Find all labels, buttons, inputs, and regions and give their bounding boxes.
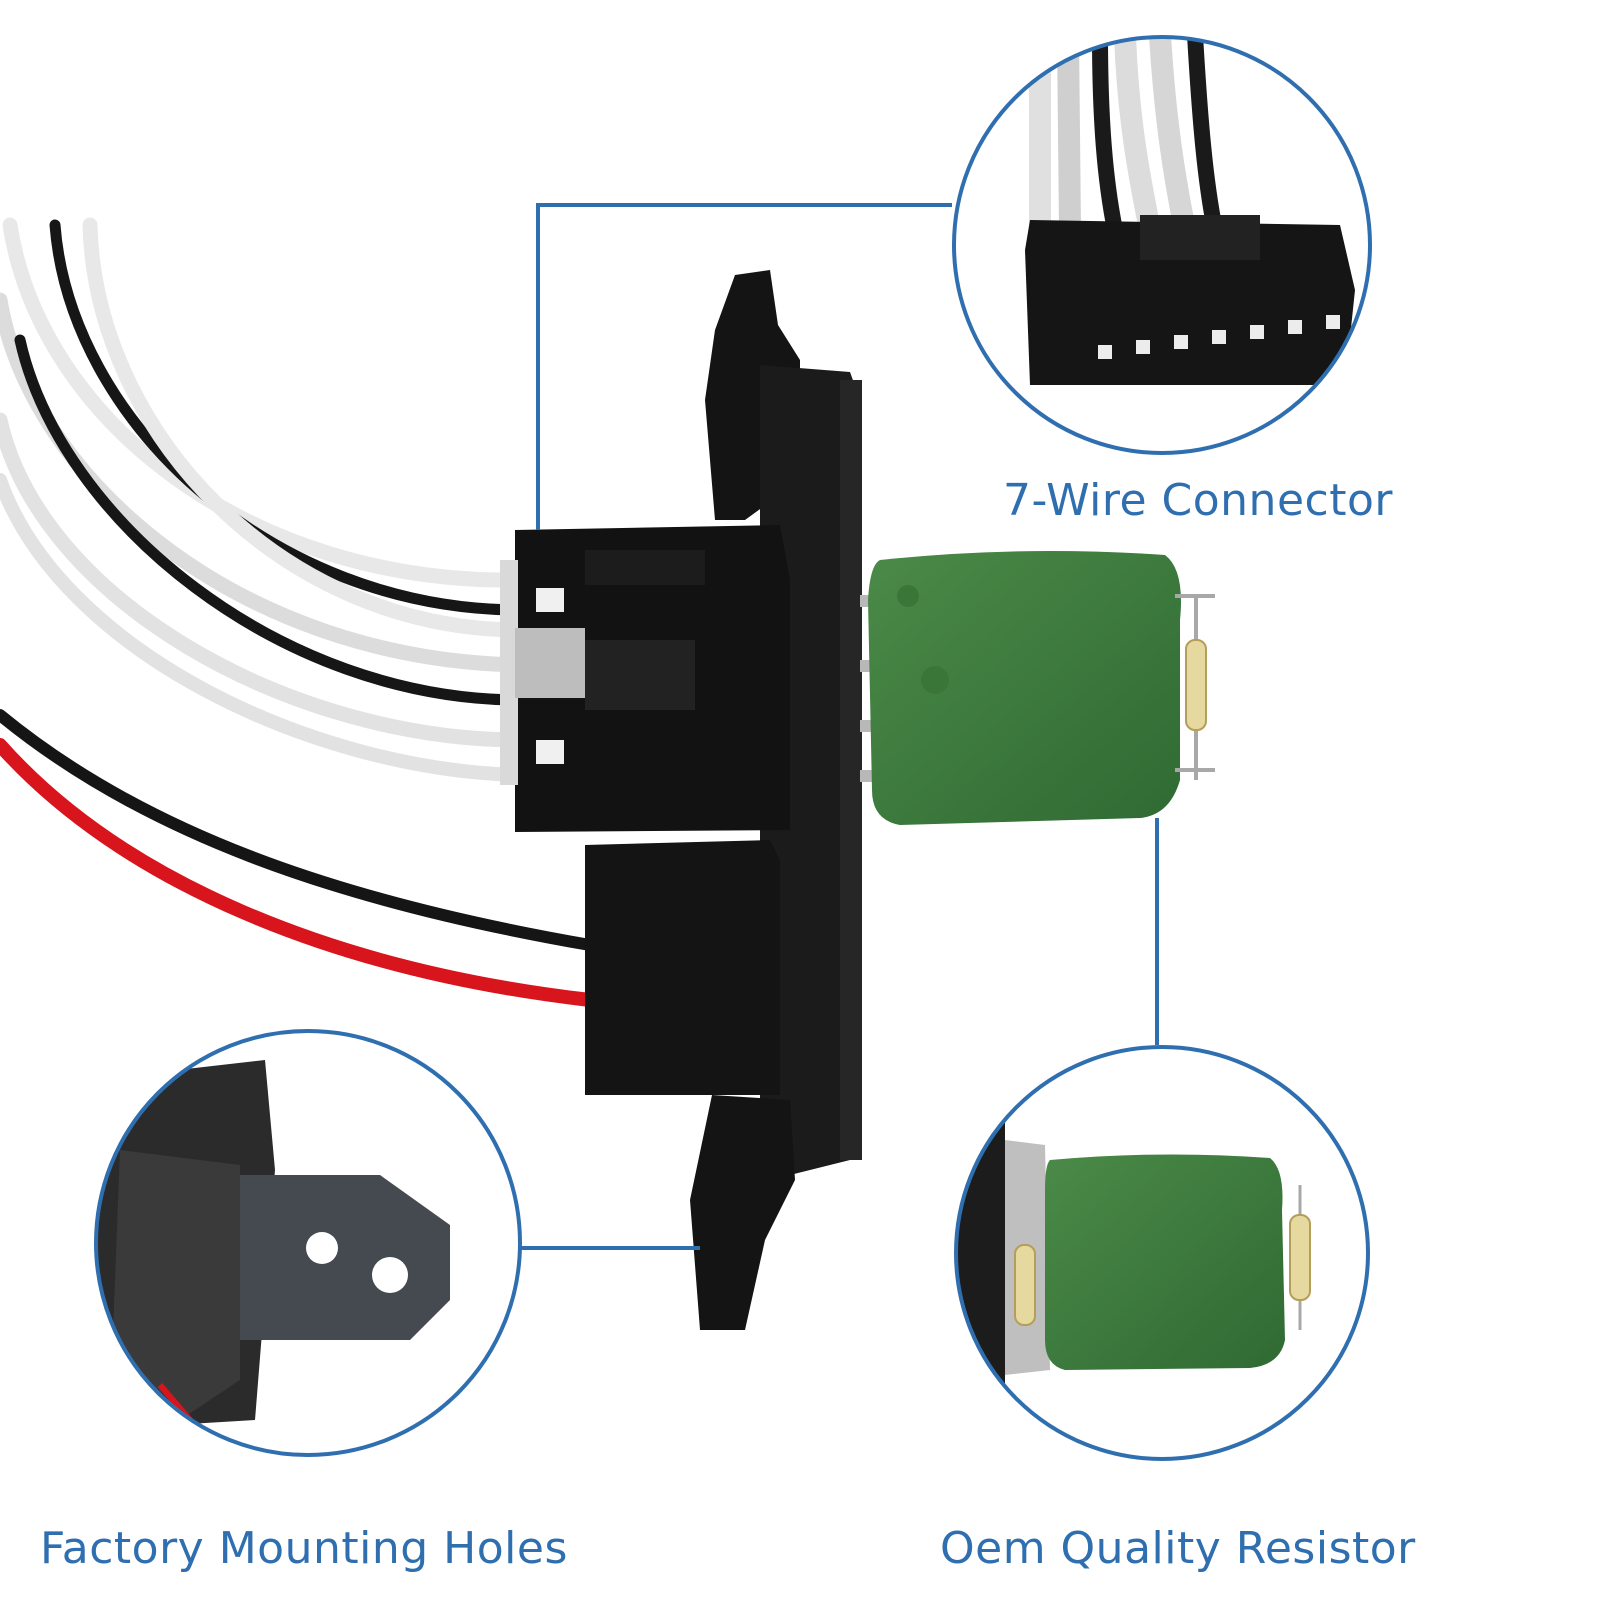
detail-ring — [954, 1045, 1370, 1461]
white-wire — [0, 292, 528, 673]
connector-detail-circle — [952, 35, 1372, 455]
black-wire — [1092, 37, 1123, 232]
connector-latch — [585, 550, 705, 585]
white-wire — [1057, 37, 1081, 231]
thermal-fuse — [1185, 639, 1207, 731]
connector-latch-body — [585, 640, 695, 710]
green-coating — [1045, 1154, 1285, 1370]
mounting-holes-callout-label: Factory Mounting Holes — [40, 1523, 568, 1574]
black-power-wire — [0, 709, 596, 951]
housing-face — [110, 1150, 240, 1420]
pin-slot — [1136, 340, 1150, 354]
white-wire — [0, 412, 528, 748]
resistor-detail-circle — [954, 1045, 1370, 1461]
white-wire — [82, 217, 528, 638]
pin-slot — [1212, 330, 1226, 344]
coating-bump — [897, 585, 919, 607]
gasket-edge — [840, 380, 862, 1160]
bottom-mounting-tab — [690, 1095, 795, 1330]
white-wire — [0, 473, 527, 782]
white-wire — [1114, 37, 1161, 233]
connector-pins — [1098, 315, 1340, 359]
connector-callout-line — [536, 203, 952, 530]
black-wire — [1187, 37, 1223, 232]
pin-slot — [1174, 335, 1188, 349]
terminal-slot — [536, 740, 564, 764]
white-wire — [2, 217, 528, 588]
resistor-callout-label: Oem Quality Resistor — [940, 1523, 1416, 1574]
connector-body — [1025, 220, 1355, 385]
pin-slot — [1288, 320, 1302, 334]
wire-harness — [0, 217, 597, 1007]
black-wire — [14, 334, 526, 706]
pin-slot — [1326, 315, 1340, 329]
red-power-wire — [0, 738, 597, 1007]
thermal-fuse — [1289, 1214, 1311, 1301]
plug-insert — [515, 628, 585, 698]
detail-ring — [94, 1029, 522, 1457]
resistor-element — [860, 551, 1215, 825]
mounting-detail-circle — [94, 1029, 522, 1457]
pin-slot — [1098, 345, 1112, 359]
mounting-hole — [372, 1257, 408, 1293]
callout-lines — [515, 203, 1159, 1250]
pin-slot — [1250, 325, 1264, 339]
plug-face — [500, 560, 518, 785]
mounting-tab — [240, 1175, 450, 1340]
connector-latch — [1140, 215, 1260, 260]
lower-module — [585, 840, 780, 1095]
connector-callout-label: 7-Wire Connector — [1003, 475, 1393, 526]
terminal-slot — [536, 588, 564, 612]
housing-edge — [956, 1047, 1005, 1459]
resistor-housing — [500, 270, 862, 1330]
mounting-hole — [306, 1232, 338, 1264]
thermal-fuse — [1014, 1244, 1036, 1326]
coating-bump — [921, 666, 949, 694]
detail-ring — [952, 35, 1372, 455]
white-wire — [1149, 37, 1196, 233]
green-coating — [868, 551, 1181, 825]
